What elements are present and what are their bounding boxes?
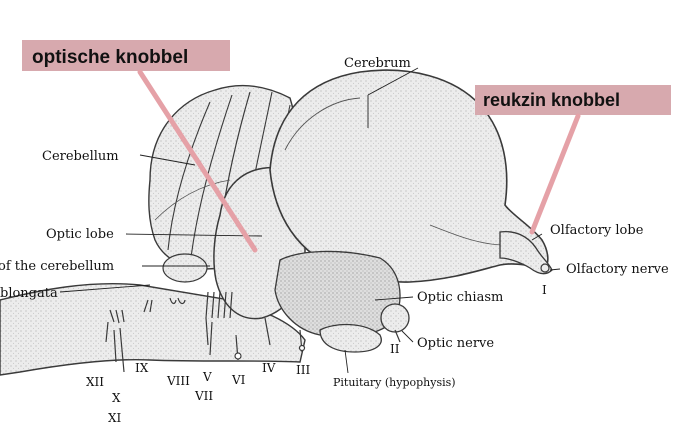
nerve-XII: XII xyxy=(86,375,104,389)
nerve-VIII: VIII xyxy=(166,374,190,388)
callout-optic: optische knobbel xyxy=(22,40,230,71)
label-pituitary: Pituitary (hypophysis) xyxy=(333,376,456,389)
nerve-V: V xyxy=(202,370,212,384)
label-olfactory-lobe: Olfactory lobe xyxy=(550,223,644,238)
label-cerebellum: Cerebellum xyxy=(42,149,119,164)
label-optic-nerve: Optic nerve xyxy=(417,336,494,351)
olfactory-arrow xyxy=(532,116,578,232)
nerve-III: III xyxy=(296,363,310,377)
nerve-II: II xyxy=(390,342,400,356)
nerve-IV: IV xyxy=(262,361,276,375)
label-optic-chiasm: Optic chiasm xyxy=(417,290,503,305)
callout-olfactory: reukzin knobbel xyxy=(475,85,671,115)
label-oblongata: blongata xyxy=(0,286,58,301)
nerve-IX: IX xyxy=(135,361,149,375)
callout-optic-text: optische knobbel xyxy=(32,47,188,68)
callout-olfactory-text: reukzin knobbel xyxy=(483,90,620,110)
label-cerebrum: Cerebrum xyxy=(344,56,411,71)
nerve-X: X xyxy=(112,391,121,405)
label-olfactory-nerve: Olfactory nerve xyxy=(566,262,669,277)
nerve-XI: XI xyxy=(108,411,122,425)
nerve-VII: VII xyxy=(194,389,213,403)
nerve-I: I xyxy=(542,283,547,297)
nerve-VI: VI xyxy=(231,373,246,387)
label-optic-lobe: Optic lobe xyxy=(46,227,114,242)
label-of-the-cerebellum: of the cerebellum xyxy=(0,259,114,274)
